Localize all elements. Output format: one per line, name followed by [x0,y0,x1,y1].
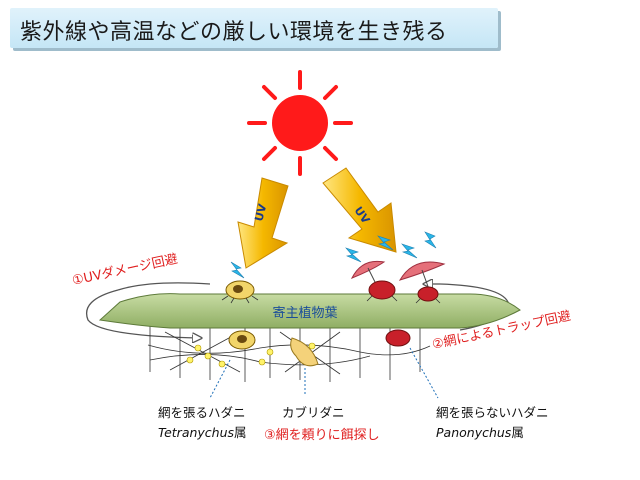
annotation-web-search: ③網を頼りに餌探し [264,428,380,443]
panonychus-genus-name: Panonychus [436,425,512,440]
page-title: 紫外線や高温などの厳しい環境を生き残る [20,20,448,45]
sun-icon [247,70,353,176]
uv-label-left: UV [252,202,269,223]
host-plant-leaf: 寄主植物葉 [98,293,521,329]
label-tetranychus-genus: Tetranychus属 [158,422,247,441]
tetranychus-mite-top [221,280,259,304]
label-panonychus-name: 網を張らないハダニ [436,405,549,420]
label-panonychus-genus: Panonychus属 [436,422,524,441]
tetranychus-genus-suffix: 属 [234,425,247,440]
panonychus-genus-suffix: 属 [511,425,524,440]
predatory-mite [290,337,319,367]
leaf-label: 寄主植物葉 [272,305,337,321]
pointer-lines [209,347,439,399]
lightning-icon [230,231,437,279]
panonychus-mite-under [385,329,411,347]
tetranychus-mite-under [228,330,256,350]
uv-arrow-right: UV [322,167,397,253]
label-predator-name: カブリダニ [282,405,345,420]
panonychus-mite-top [366,280,441,304]
title-banner [10,8,498,48]
label-tetranychus-name: 網を張るハダニ [158,405,246,420]
uv-arrow-left: UV [237,177,289,269]
mite-eggs [186,342,316,368]
tetranychus-genus-name: Tetranychus [158,425,235,440]
umbrella-icon [350,260,446,293]
